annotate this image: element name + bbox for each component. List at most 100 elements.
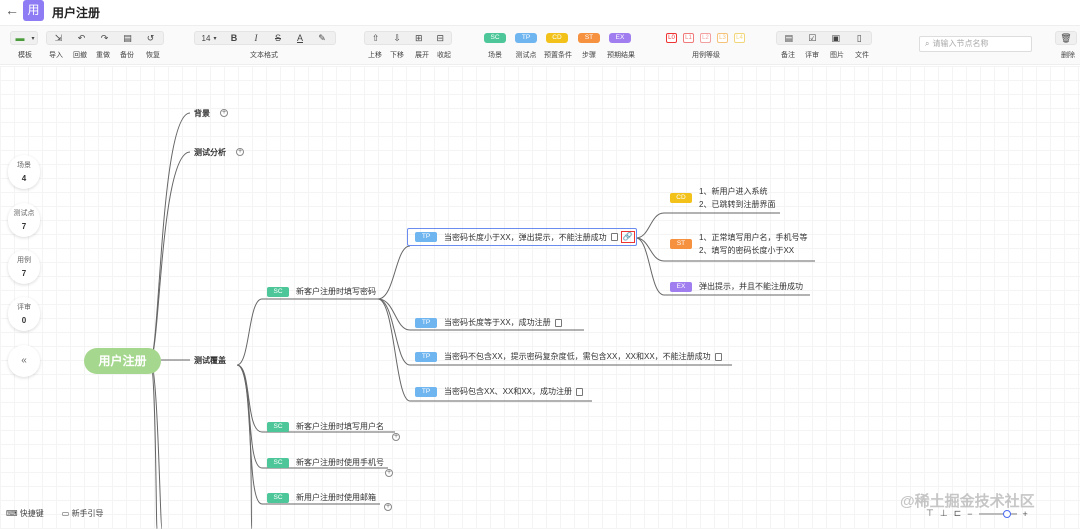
restore-icon[interactable]: ↺ [146, 32, 155, 43]
font-color-icon[interactable]: A [296, 33, 303, 43]
move-down-icon[interactable]: ⇩ [393, 32, 402, 43]
fit-icon[interactable]: ⊏ [953, 508, 962, 518]
tree-icon[interactable]: ⊥ [939, 508, 948, 518]
tag-cd-button[interactable]: CD [546, 33, 568, 43]
ex-badge: EX [670, 281, 692, 292]
template-dropdown[interactable]: ▬ ▾ [10, 31, 38, 45]
level-l0-button[interactable]: L0 [666, 33, 677, 43]
node-label-line: 2、填写的密码长度小于XX [699, 246, 795, 255]
stat-cases[interactable]: 用例 7 [8, 250, 40, 284]
stat-value: 7 [21, 222, 27, 231]
history-group: ⇲ ↶ ↷ ▤ ↺ [46, 31, 164, 45]
delete-button[interactable]: 🗑 [1055, 31, 1077, 45]
expand-plus-icon[interactable]: + [220, 109, 228, 117]
backup-icon[interactable]: ▤ [123, 32, 132, 43]
guide-button[interactable]: ▭ 新手引导 [62, 508, 104, 519]
delete-label: 删除 [1061, 52, 1075, 59]
undo-icon[interactable]: ↶ [77, 32, 86, 43]
tag-tp-button[interactable]: TP [515, 33, 537, 43]
root-node[interactable]: 用户注册 [84, 348, 161, 374]
expand-plus-icon[interactable]: + [384, 503, 392, 511]
precondition-node[interactable]: CD 1、新用户进入系统 2、已跳转到注册界面 [670, 185, 775, 211]
tag-ex-button[interactable]: EX [609, 33, 631, 43]
bottom-left-bar: ⌨ 快捷键 ▭ 新手引导 [6, 508, 104, 519]
branch-background[interactable]: 背景 [194, 109, 210, 118]
expand-plus-icon[interactable]: + [236, 148, 244, 156]
note-icon[interactable]: ▤ [784, 32, 793, 43]
image-icon[interactable]: ▣ [831, 32, 840, 43]
book-icon: ▭ [61, 509, 72, 518]
layout-icon[interactable]: ⊤ [926, 508, 934, 518]
move-up-icon[interactable]: ⇧ [371, 32, 380, 43]
test-point-node[interactable]: TP 当密码长度小于XX，弹出提示，不能注册成功 🔗 [415, 231, 635, 243]
back-arrow-icon[interactable]: ← [5, 2, 19, 18]
review-icon[interactable]: ☑ [808, 32, 817, 43]
level-l4-button[interactable]: L4 [734, 33, 745, 43]
tag-st-button[interactable]: ST [578, 33, 600, 43]
mindmap-canvas[interactable]: 场景 4 测试点 7 用例 7 评审 0 « 用户注册 背景 + 测试分析 + … [0, 66, 1080, 529]
document-icon[interactable] [610, 233, 618, 241]
zoom-out-icon[interactable]: − [967, 508, 973, 519]
collapse-panel-icon[interactable]: « [8, 345, 40, 377]
level-l1-button[interactable]: L1 [683, 33, 694, 43]
level-l2-button[interactable]: L2 [700, 33, 711, 43]
tag-sc-button[interactable]: SC [484, 33, 506, 43]
zoom-slider[interactable] [978, 509, 1017, 518]
font-size-value: 14 [201, 33, 211, 43]
highlight-icon[interactable]: ✎ [318, 32, 326, 43]
expand-plus-icon[interactable]: + [385, 469, 393, 477]
tp-badge: TP [415, 232, 437, 242]
template-icon: ▬ [15, 33, 25, 43]
template-label: 模板 [18, 52, 32, 59]
document-icon[interactable] [554, 318, 562, 327]
search-input[interactable]: ⌕请输入节点名称 [919, 36, 1032, 52]
level-label: 用例等级 [692, 52, 720, 59]
st-badge: ST [670, 239, 692, 249]
search-placeholder: 请输入节点名称 [932, 39, 989, 48]
link-icon[interactable]: 🔗 [620, 231, 635, 243]
collapse-nodes-icon[interactable]: ⊟ [436, 32, 445, 43]
step-node[interactable]: ST 1、正常填写用户名，手机号等 2、填写的密码长度小于XX [670, 231, 807, 257]
expand-icon[interactable]: ⊞ [414, 32, 423, 43]
stat-scenarios[interactable]: 场景 4 [8, 155, 40, 189]
tag-cd-label: 预置条件 [544, 52, 572, 59]
stat-value: 4 [21, 174, 27, 183]
strikethrough-icon[interactable]: S [274, 33, 281, 43]
expand-plus-icon[interactable]: + [392, 433, 400, 441]
document-icon[interactable] [576, 387, 584, 396]
tag-sc-label: 场景 [488, 52, 502, 59]
stat-value: 0 [21, 316, 27, 325]
review-label: 评审 [805, 52, 819, 59]
italic-icon[interactable]: I [254, 33, 258, 43]
file-icon[interactable]: ▯ [856, 32, 862, 43]
document-icon[interactable] [714, 352, 722, 361]
stat-test-points[interactable]: 测试点 7 [8, 203, 40, 237]
zoom-slider-knob[interactable] [1002, 509, 1011, 518]
node-label-line: 1、新用户进入系统 [699, 187, 768, 196]
branch-coverage[interactable]: 测试覆盖 [194, 356, 226, 365]
level-l3-button[interactable]: L3 [717, 33, 728, 43]
bold-icon[interactable]: B [230, 33, 238, 43]
node-label: 新客户注册时填写密码 [296, 287, 376, 296]
restore-label: 恢复 [146, 52, 160, 59]
shortcut-button[interactable]: ⌨ 快捷键 [6, 508, 44, 519]
branch-analysis[interactable]: 测试分析 [194, 148, 226, 157]
redo-icon[interactable]: ↷ [100, 32, 109, 43]
connector-lines [149, 112, 815, 529]
app-logo: 用 [23, 0, 44, 21]
font-size-select[interactable]: 14▾ [195, 32, 223, 44]
node-label: 当密码长度小于XX，弹出提示，不能注册成功 [444, 232, 607, 242]
zoom-in-icon[interactable]: + [1022, 508, 1028, 519]
import-icon[interactable]: ⇲ [54, 32, 63, 43]
stat-reviews[interactable]: 评审 0 [8, 297, 40, 331]
tag-ex-label: 预期结果 [607, 52, 635, 59]
shortcut-label: 快捷键 [19, 509, 44, 518]
